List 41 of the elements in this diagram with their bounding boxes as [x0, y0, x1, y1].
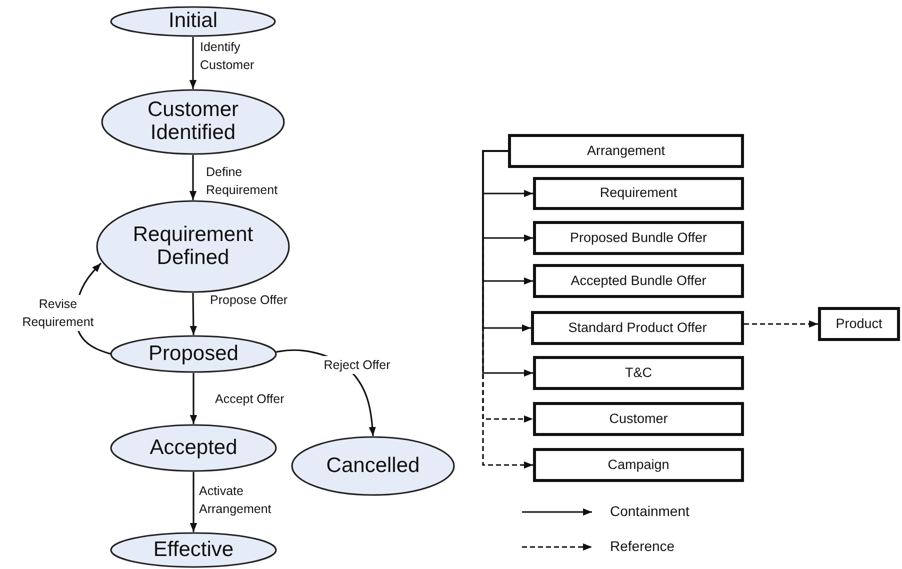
state-ellipse	[96, 200, 290, 293]
node-label: Effective	[153, 538, 234, 562]
node-label: Standard Product Offer	[568, 320, 707, 336]
entity-box	[533, 221, 744, 255]
arrow	[190, 373, 198, 424]
arrow	[744, 320, 818, 328]
arrow	[190, 293, 197, 335]
legend-label: Reference	[610, 538, 675, 554]
arrow	[482, 150, 533, 377]
node-label: Cancelled	[326, 454, 420, 478]
state-ellipse	[110, 335, 277, 373]
node-label: Initial	[168, 10, 218, 33]
arrow	[189, 37, 197, 89]
node-label: Accepted Bundle Offer	[570, 274, 706, 288]
entity-box	[533, 177, 744, 210]
node-label: Requirement	[600, 186, 678, 201]
node-label: Campaign	[608, 458, 670, 472]
state-ellipse	[101, 89, 285, 155]
entity-box	[533, 356, 744, 390]
node-label: Customer Identified	[146, 99, 240, 145]
state-ellipse	[110, 424, 277, 472]
node-label: Requirement Defined	[132, 224, 254, 270]
node-label: Arrangement	[586, 144, 666, 158]
node-label: Product	[836, 316, 882, 332]
node-label: Proposed	[148, 342, 238, 366]
state-ellipse	[291, 436, 455, 496]
node-label: Proposed Bundle Offer	[570, 230, 708, 246]
entity-box	[533, 264, 744, 298]
entity-box	[533, 402, 744, 436]
entity-box	[533, 448, 744, 482]
node-label: Accepted	[150, 436, 238, 460]
entity-box	[508, 134, 744, 168]
node-label: T&C	[625, 366, 652, 380]
node-label: Customer	[609, 412, 668, 426]
arrow	[190, 472, 198, 532]
state-ellipse	[110, 6, 276, 37]
arrow	[189, 155, 197, 200]
state-ellipse	[110, 532, 277, 568]
entity-box	[818, 307, 900, 341]
legend-label: Containment	[610, 503, 690, 519]
entity-box	[531, 311, 744, 345]
